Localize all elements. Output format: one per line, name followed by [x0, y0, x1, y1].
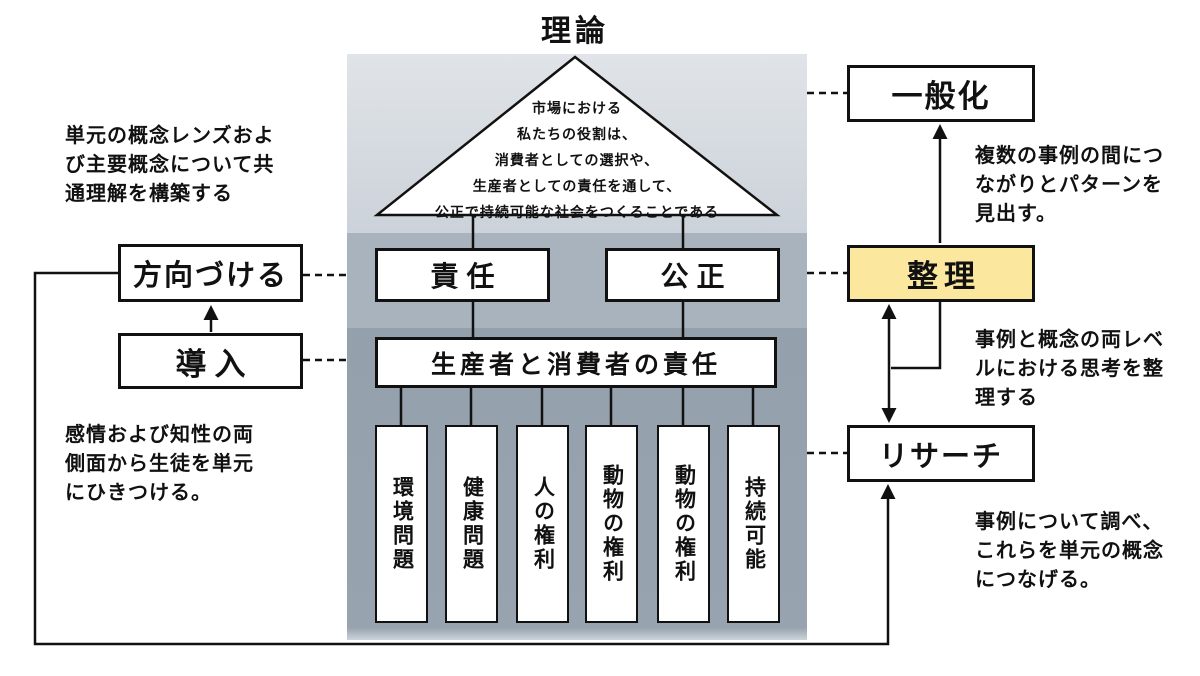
case-box-environment: 環境問題	[375, 425, 428, 623]
case-box-sustainability: 持続可能	[727, 425, 780, 623]
supporting-concept-box: 生産者と消費者の責任	[375, 337, 777, 388]
stage-box-generalize: 一般化	[847, 65, 1035, 122]
case-box-animal-rights-1: 動物の権利	[585, 425, 638, 623]
note-generalize: 複数の事例の間につ ながりとパターンを 見出す。	[975, 145, 1164, 225]
stage-box-research: リサーチ	[847, 425, 1035, 482]
diagram-title: 理論	[541, 15, 609, 48]
arrow-orient-loop-to-research	[33, 271, 896, 646]
note-orient: 単元の概念レンズおよ び主要概念について共 通理解を構築する	[65, 125, 275, 205]
stage-box-intro: 導入	[118, 333, 303, 389]
case-box-health: 健康問題	[445, 425, 498, 623]
concept-box-fairness: 公正	[605, 248, 780, 302]
note-intro: 感情および知性の両 側面から生徒を単元 にひきつける。	[65, 424, 254, 504]
case-box-human-rights: 人の権利	[516, 425, 569, 623]
line-organize-elbow	[891, 302, 942, 370]
note-research: 事例について調べ、 これらを単元の概念 につなげる。	[975, 511, 1164, 591]
concept-box-responsibility: 責任	[375, 248, 550, 302]
theory-statement: 市場における 私たちの役割は、 消費者としての選択や、 生産者としての責任を通し…	[434, 100, 720, 220]
stage-box-organize: 整理	[847, 245, 1035, 302]
theory-triangle	[373, 55, 781, 217]
case-box-animal-rights-2: 動物の権利	[657, 425, 710, 623]
stage-box-orient: 方向づける	[118, 244, 303, 302]
note-organize: 事例と概念の両レベ ルにおける思考を整 理する	[975, 329, 1164, 409]
